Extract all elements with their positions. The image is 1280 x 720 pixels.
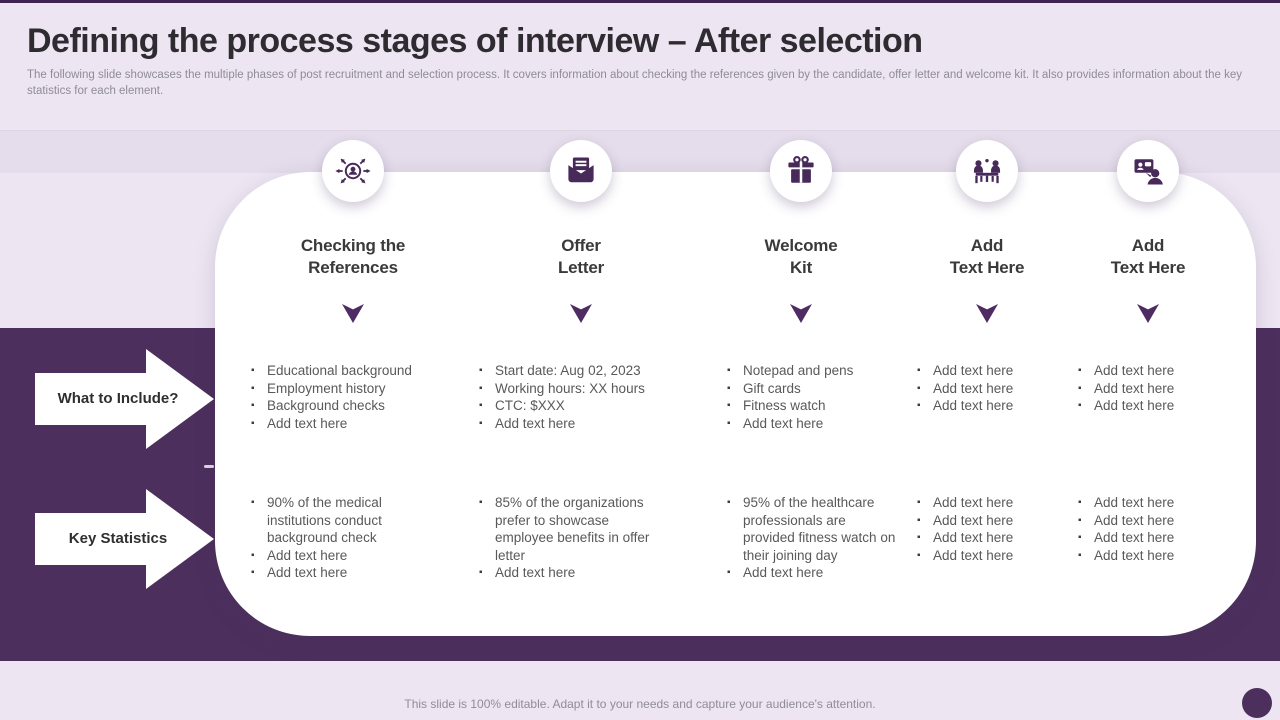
stage-title-line1: Offer bbox=[561, 236, 601, 255]
stats-list: 85% of the organizations prefer to showc… bbox=[478, 494, 664, 582]
list-item: Add text here bbox=[250, 547, 402, 565]
list-item: Add text here bbox=[1077, 547, 1227, 565]
list-item: Add text here bbox=[726, 564, 898, 582]
list-item: Notepad and pens bbox=[726, 362, 904, 380]
stage-title: Add Text Here bbox=[882, 235, 1092, 279]
list-item: Add text here bbox=[1077, 494, 1227, 512]
arrow-body bbox=[35, 373, 146, 425]
list-item: Employment history bbox=[250, 380, 450, 398]
list-item: Add text here bbox=[916, 362, 1066, 380]
stage-icon-circle bbox=[956, 140, 1018, 202]
stage-column-checking-references: Checking the References Educational back… bbox=[248, 140, 458, 610]
chevron-down-icon bbox=[976, 304, 998, 323]
list-item: Add text here bbox=[1077, 529, 1227, 547]
include-list: Educational backgroundEmployment history… bbox=[250, 362, 450, 432]
list-item: Background checks bbox=[250, 397, 450, 415]
stage-icon-circle bbox=[770, 140, 832, 202]
stage-title-line1: Add bbox=[970, 236, 1004, 255]
stats-list: 95% of the healthcare professionals are … bbox=[726, 494, 898, 582]
list-item: Start date: Aug 02, 2023 bbox=[478, 362, 678, 380]
list-item: Add text here bbox=[250, 564, 402, 582]
list-item: Add text here bbox=[916, 380, 1066, 398]
stage-title: Offer Letter bbox=[476, 235, 686, 279]
list-item: Working hours: XX hours bbox=[478, 380, 678, 398]
list-item: Add text here bbox=[916, 397, 1066, 415]
stage-title-line2: Text Here bbox=[949, 258, 1025, 277]
list-item: Fitness watch bbox=[726, 397, 904, 415]
stats-list: 90% of the medical institutions conduct … bbox=[250, 494, 402, 582]
stage-column-welcome-kit: Welcome Kit Notepad and pensGift cardsFi… bbox=[696, 140, 906, 610]
stage-title: Welcome Kit bbox=[696, 235, 906, 279]
list-item: Add text here bbox=[916, 529, 1066, 547]
arrow-head bbox=[146, 349, 214, 449]
include-list: Notepad and pensGift cardsFitness watchA… bbox=[726, 362, 904, 432]
page-title: Defining the process stages of interview… bbox=[27, 22, 923, 60]
stage-icon-circle bbox=[550, 140, 612, 202]
open-envelope-icon bbox=[568, 157, 594, 183]
stage-title-line2: Text Here bbox=[1110, 258, 1186, 277]
list-item: Add text here bbox=[1077, 380, 1227, 398]
stage-icon-circle bbox=[322, 140, 384, 202]
stage-title-line1: Checking the bbox=[300, 236, 406, 255]
row-label-text: Key Statistics bbox=[68, 530, 168, 547]
list-item: Add text here bbox=[478, 415, 678, 433]
chevron-down-icon bbox=[790, 304, 812, 323]
list-item: Add text here bbox=[916, 494, 1066, 512]
list-item: Add text here bbox=[916, 547, 1066, 565]
row-label-text: What to Include? bbox=[57, 390, 179, 407]
top-border-line bbox=[0, 0, 1280, 3]
row-divider-dash bbox=[204, 465, 214, 468]
referral-network-icon bbox=[335, 158, 371, 184]
stage-title-line1: Welcome bbox=[764, 236, 838, 255]
list-item: CTC: $XXX bbox=[478, 397, 678, 415]
stage-icon-circle bbox=[1117, 140, 1179, 202]
list-item: Add text here bbox=[1077, 512, 1227, 530]
arrow-head bbox=[146, 489, 214, 589]
list-item: Add text here bbox=[478, 564, 664, 582]
list-item: Educational background bbox=[250, 362, 450, 380]
list-item: Add text here bbox=[916, 512, 1066, 530]
stage-title-line2: Kit bbox=[789, 258, 813, 277]
stage-title: Add Text Here bbox=[1043, 235, 1253, 279]
list-item: 85% of the organizations prefer to showc… bbox=[478, 494, 664, 564]
gift-box-icon bbox=[788, 155, 814, 183]
footer-note: This slide is 100% editable. Adapt it to… bbox=[404, 697, 876, 711]
video-presentation-icon bbox=[1134, 159, 1163, 185]
stage-title: Checking the References bbox=[248, 235, 458, 279]
list-item: Add text here bbox=[1077, 397, 1227, 415]
stage-column-offer-letter: Offer Letter Start date: Aug 02, 2023Wor… bbox=[476, 140, 686, 610]
icon-band-strip bbox=[0, 130, 1280, 173]
stage-title-line2: Letter bbox=[557, 258, 605, 277]
meeting-table-icon bbox=[973, 158, 1001, 184]
footer-dot bbox=[1242, 688, 1272, 718]
stage-title-line1: Add bbox=[1131, 236, 1165, 255]
page-subtitle: The following slide showcases the multip… bbox=[27, 69, 1242, 97]
chevron-down-icon bbox=[1137, 304, 1159, 323]
list-item: Add text here bbox=[726, 415, 904, 433]
list-item: Add text here bbox=[250, 415, 450, 433]
list-item: 95% of the healthcare professionals are … bbox=[726, 494, 898, 564]
chevron-down-icon bbox=[570, 304, 592, 323]
stage-title-line2: References bbox=[308, 258, 398, 277]
list-item: Add text here bbox=[1077, 362, 1227, 380]
arrow-body bbox=[35, 513, 146, 565]
list-item: Gift cards bbox=[726, 380, 904, 398]
chevron-down-icon bbox=[342, 304, 364, 323]
list-item: 90% of the medical institutions conduct … bbox=[250, 494, 402, 547]
include-list: Start date: Aug 02, 2023Working hours: X… bbox=[478, 362, 678, 432]
